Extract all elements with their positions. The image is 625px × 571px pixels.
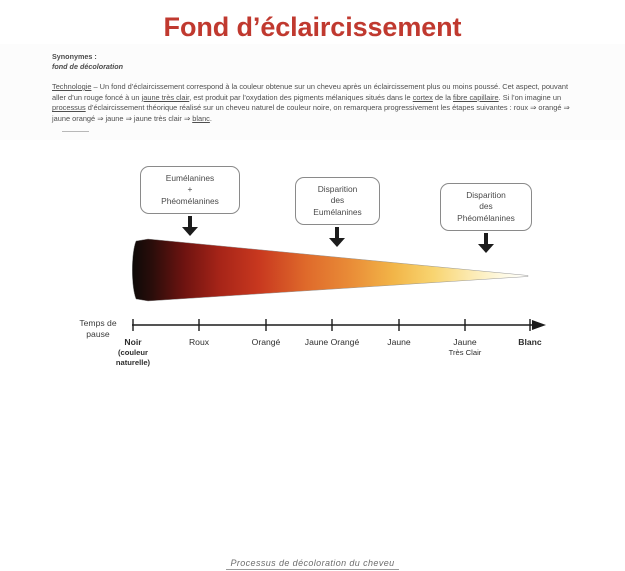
callout-line: Phéomélanines xyxy=(161,195,219,206)
paragraph-segment: cortex xyxy=(412,92,433,102)
paragraph-segment: processus xyxy=(52,103,86,113)
tick-label-6: Blanc xyxy=(493,337,567,348)
color-gradient-wedge xyxy=(130,235,530,307)
intro-text-panel: Synonymes : fond de décoloration Technol… xyxy=(0,44,625,140)
tick-label-main: Roux xyxy=(188,337,210,347)
tick-label-sub1: (couleur xyxy=(118,347,148,357)
synonyms-label: Synonymes : xyxy=(52,52,97,61)
paragraph-segment: fibre capillaire xyxy=(453,92,499,102)
paragraph-segment: jaune très clair xyxy=(141,92,190,102)
tick-label-main: Jaune xyxy=(387,337,411,347)
callout-eumelanines-pheomelanines: Eumélanines+Phéomélanines xyxy=(140,166,240,214)
callout-line: Eumélanines xyxy=(165,172,215,183)
paragraph-segment: . xyxy=(209,113,212,123)
tick-label-3: Jaune Orangé xyxy=(295,337,369,348)
callout-line: + xyxy=(187,184,193,195)
divider-rule xyxy=(62,131,89,132)
paragraph-segment: de la xyxy=(432,92,454,102)
paragraph-segment: , est produit par l’oxydation des pigmen… xyxy=(189,92,413,102)
tick-label-main: Blanc xyxy=(518,337,542,347)
paragraph-segment: d’éclaircissement théorique réalisé sur … xyxy=(52,103,570,123)
tick-label-main: Noir xyxy=(124,337,142,347)
tick-label-2: Orangé xyxy=(229,337,303,348)
axis-title: Temps de pause xyxy=(58,318,138,340)
paragraph-segment: . Si l’on imagine un xyxy=(498,92,562,102)
tick-label-1: Roux xyxy=(162,337,236,348)
callout-line: Disparition xyxy=(466,189,506,200)
tick-label-4: Jaune xyxy=(362,337,436,348)
arrow-head xyxy=(478,244,494,253)
paragraph-segment: blanc xyxy=(192,113,210,123)
page-title: Fond d’éclaircissement xyxy=(163,12,462,42)
synonyms-block: Synonymes : fond de décoloration xyxy=(52,52,123,71)
axis-title-line1: Temps de xyxy=(79,318,117,328)
paragraph-segment: Technologie xyxy=(52,82,92,91)
axis-title-line2: pause xyxy=(86,329,110,339)
caption-text: Processus de décoloration du cheveu xyxy=(226,558,399,570)
tick-label-sub1: Très Clair xyxy=(448,347,482,357)
callout-line: Phéomélanines xyxy=(457,212,515,223)
tick-label-main: Jaune xyxy=(453,337,477,347)
paragraph-segment: – Un fond d’éclaircissement correspond à… xyxy=(52,82,569,102)
arrow-head xyxy=(329,238,345,247)
axis-line xyxy=(130,315,550,335)
callout-line: Disparition xyxy=(317,183,358,194)
callout-line: des xyxy=(479,201,493,212)
diagram-caption: Processus de décoloration du cheveu xyxy=(0,553,625,571)
body-paragraph: Technologie – Un fond d’éclaircissement … xyxy=(52,82,582,124)
tick-label-main: Jaune Orangé xyxy=(304,337,360,347)
tick-label-sub2: naturelle) xyxy=(115,358,151,367)
synonyms-value: fond de décoloration xyxy=(52,61,124,71)
arrow-head xyxy=(182,227,198,236)
arrow-shaft xyxy=(484,233,488,244)
tick-label-main: Orangé xyxy=(251,337,281,347)
callout-line: Eumélanines xyxy=(313,206,362,217)
arrow-shaft xyxy=(335,227,339,238)
arrow-shaft xyxy=(188,216,192,227)
callout-line: des xyxy=(330,195,345,206)
